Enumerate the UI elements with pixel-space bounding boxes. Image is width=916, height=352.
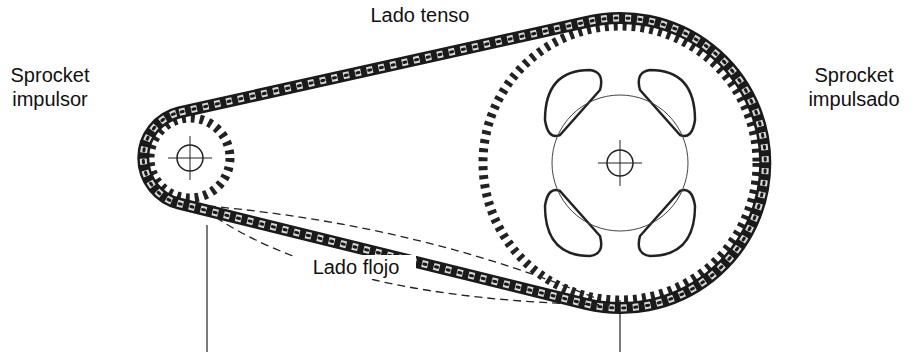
sprocket-cutout xyxy=(639,70,695,136)
sprocket-body xyxy=(156,124,224,192)
sprocket-teeth xyxy=(483,26,757,300)
chain-links xyxy=(143,18,765,308)
sprocket-cutout xyxy=(545,70,601,136)
sprocket-cutout xyxy=(545,190,601,256)
centre-mark xyxy=(190,136,191,180)
span-label: Lado flojo xyxy=(296,255,416,279)
sprocket-hub xyxy=(552,95,688,231)
span-label: Lado tenso xyxy=(355,3,485,27)
centre-mark xyxy=(620,140,621,186)
sprocket-cutout xyxy=(639,190,695,256)
sprocket-label: Sprocket impulsor xyxy=(2,63,98,111)
slack-curve xyxy=(205,210,610,305)
sprocket-teeth xyxy=(150,118,230,198)
sprocket-body xyxy=(489,32,751,294)
chain-pins xyxy=(143,18,765,308)
roller-chain xyxy=(143,18,765,308)
leader-line xyxy=(206,225,207,352)
sprocket-label: Sprocket impulsado xyxy=(796,63,912,111)
